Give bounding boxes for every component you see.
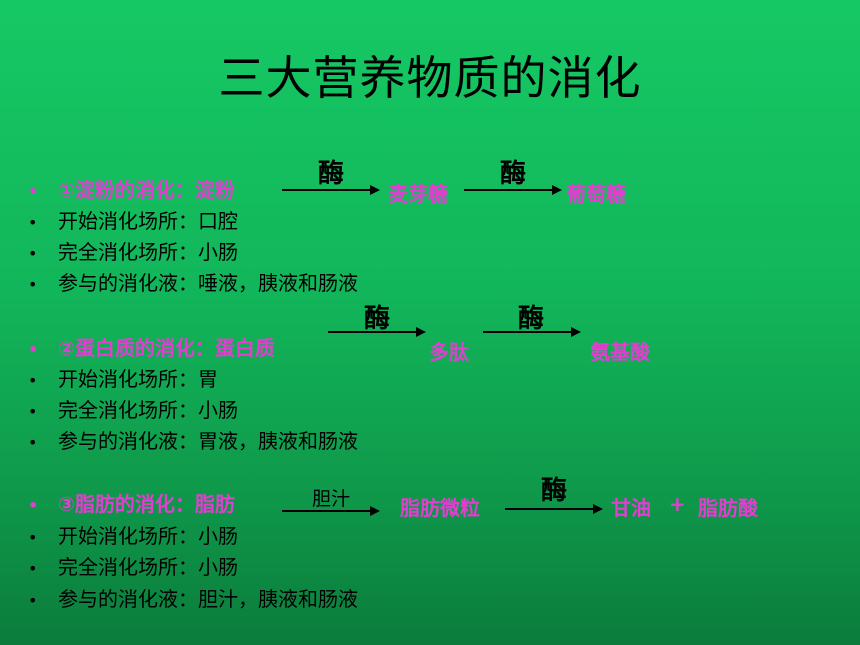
fat-product-fatty-acid: 脂肪酸 xyxy=(698,496,758,520)
bullet-icon: • xyxy=(28,274,38,294)
arrow-right-icon xyxy=(282,506,380,516)
bullet-icon: • xyxy=(28,590,38,610)
bullet-icon: • xyxy=(28,243,38,263)
fat-juices: 参与的消化液：胆汁，胰液和肠液 xyxy=(58,587,358,611)
fat-product-glycerol: 甘油 xyxy=(611,496,651,520)
enzyme-label-fat: 酶 xyxy=(541,476,568,506)
fat-heading-line: • ③脂肪的消化：脂肪 xyxy=(28,492,235,518)
bullet-icon: • xyxy=(28,527,38,547)
arrow-right-icon xyxy=(282,185,380,195)
slide-title: 三大营养物质的消化 xyxy=(218,51,642,105)
starch-start-line: • 开始消化场所：口腔 xyxy=(28,209,238,235)
protein-complete: 完全消化场所：小肠 xyxy=(58,398,238,422)
enzyme-label-protein-2: 酶 xyxy=(518,304,545,334)
fat-start: 开始消化场所：小肠 xyxy=(58,524,238,548)
fat-plus-sign: + xyxy=(669,492,686,516)
starch-start: 开始消化场所：口腔 xyxy=(58,209,238,233)
bullet-icon: • xyxy=(28,339,39,359)
protein-heading: ②蛋白质的消化：蛋白质 xyxy=(58,336,275,360)
fat-agent-bile: 胆汁 xyxy=(312,488,351,510)
bullet-icon: • xyxy=(28,370,38,390)
bullet-icon: • xyxy=(28,401,38,421)
bullet-icon: • xyxy=(28,181,39,201)
bullet-icon: • xyxy=(28,558,38,578)
protein-complete-line: • 完全消化场所：小肠 xyxy=(28,398,238,424)
protein-juices-line: • 参与的消化液：胃液，胰液和肠液 xyxy=(28,429,358,455)
starch-juices: 参与的消化液：唾液，胰液和肠液 xyxy=(58,271,358,295)
arrow-right-icon xyxy=(505,504,603,514)
fat-heading: ③脂肪的消化：脂肪 xyxy=(58,492,235,516)
fat-start-line: • 开始消化场所：小肠 xyxy=(28,524,238,550)
protein-heading-line: • ②蛋白质的消化：蛋白质 xyxy=(28,336,275,362)
starch-heading-line: • ①淀粉的消化：淀粉 xyxy=(28,178,235,204)
fat-complete-line: • 完全消化场所：小肠 xyxy=(28,555,238,581)
protein-start-line: • 开始消化场所：胃 xyxy=(28,367,218,393)
protein-juices: 参与的消化液：胃液，胰液和肠液 xyxy=(58,429,358,453)
starch-complete: 完全消化场所：小肠 xyxy=(58,240,238,264)
protein-product-amino-acid: 氨基酸 xyxy=(590,340,650,364)
fat-juices-line: • 参与的消化液：胆汁，胰液和肠液 xyxy=(28,587,358,613)
enzyme-label-protein-1: 酶 xyxy=(364,304,391,334)
fat-product-micelle: 脂肪微粒 xyxy=(400,496,480,520)
arrow-right-icon xyxy=(464,185,562,195)
protein-product-peptide: 多肽 xyxy=(429,340,469,364)
starch-juices-line: • 参与的消化液：唾液，胰液和肠液 xyxy=(28,271,358,297)
starch-complete-line: • 完全消化场所：小肠 xyxy=(28,240,238,266)
protein-start: 开始消化场所：胃 xyxy=(58,367,218,391)
arrow-right-icon xyxy=(483,327,581,337)
bullet-icon: • xyxy=(28,495,39,515)
starch-heading: ①淀粉的消化：淀粉 xyxy=(58,178,235,202)
starch-product-maltose: 麦芽糖 xyxy=(388,182,448,206)
fat-complete: 完全消化场所：小肠 xyxy=(58,555,238,579)
starch-product-glucose: 葡萄糖 xyxy=(566,182,626,206)
enzyme-label-starch-2: 酶 xyxy=(500,159,527,189)
bullet-icon: • xyxy=(28,212,38,232)
arrow-right-icon xyxy=(328,327,426,337)
bullet-icon: • xyxy=(28,432,38,452)
enzyme-label-starch-1: 酶 xyxy=(318,159,345,189)
